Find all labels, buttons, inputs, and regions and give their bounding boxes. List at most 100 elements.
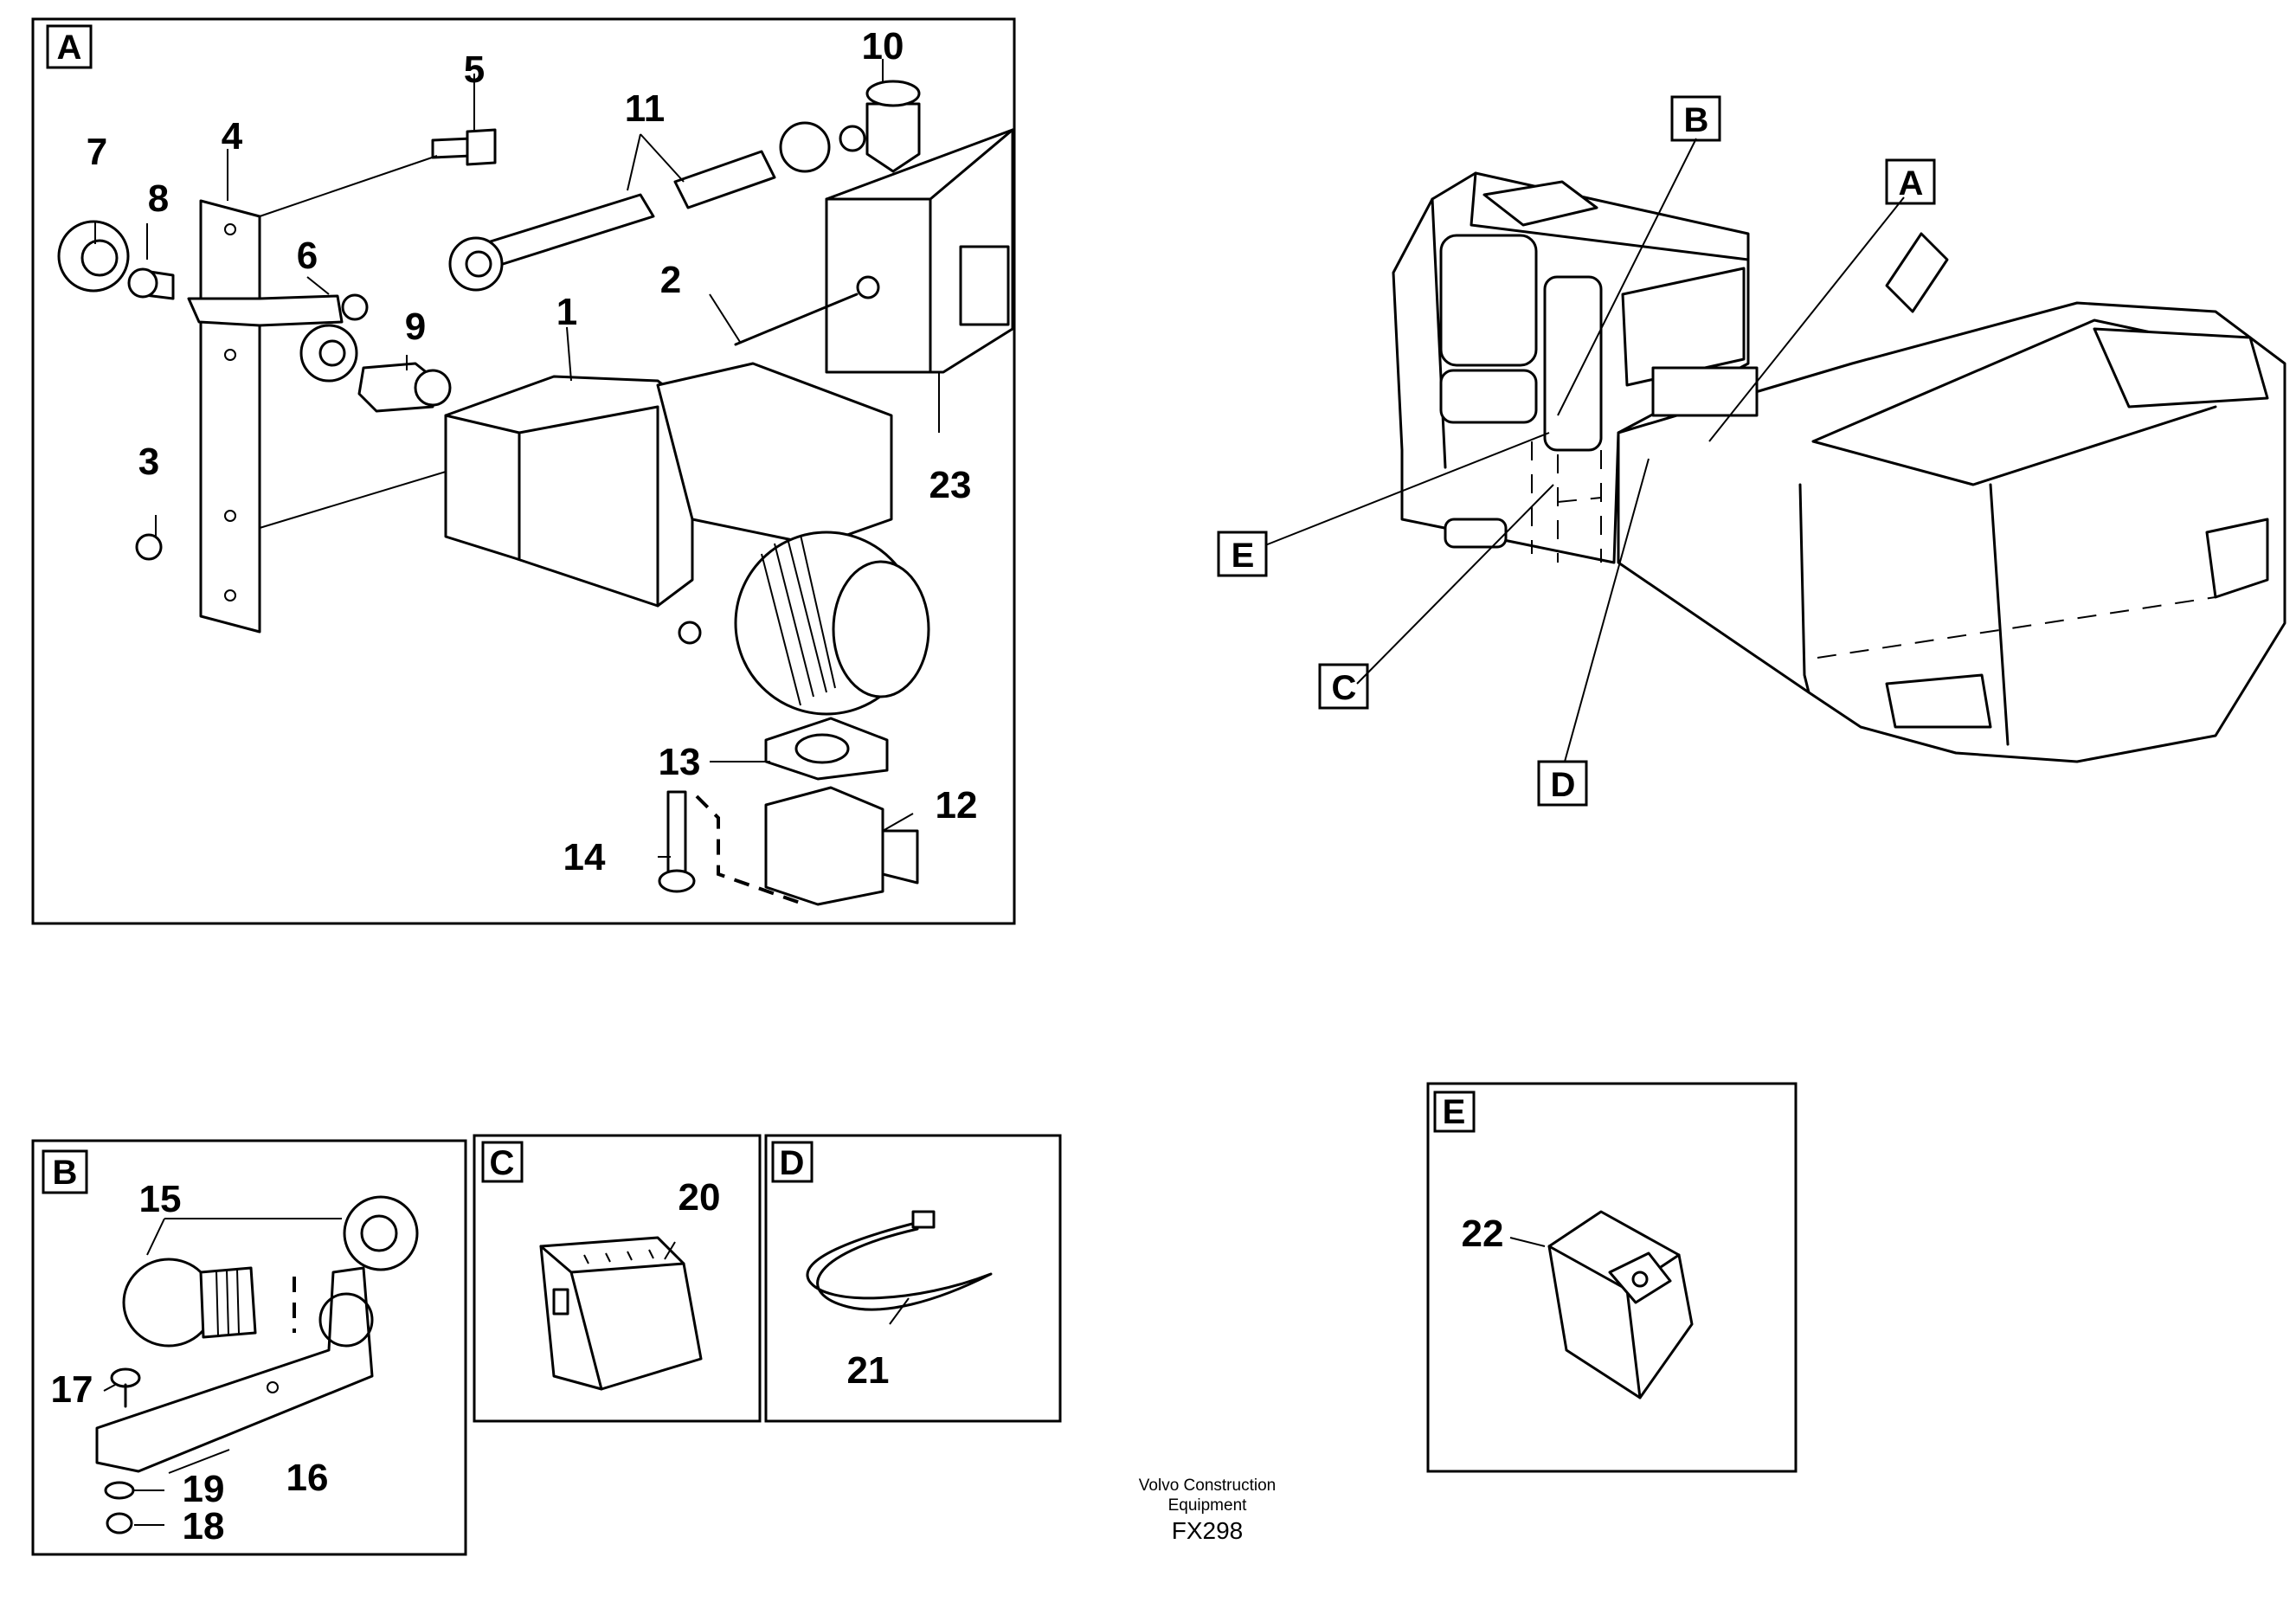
panel-d-tag (771, 1141, 814, 1183)
panel-b-frame (31, 1139, 467, 1556)
part-number-5: 5 (464, 48, 485, 91)
bracket-hole (224, 510, 236, 522)
solenoid-motor-cap (832, 560, 930, 698)
panel-a: A (31, 17, 1016, 925)
part-number-23: 23 (929, 464, 972, 506)
vent-valve-cap (865, 80, 921, 107)
bracket-hole (224, 223, 236, 235)
box-window (959, 245, 1010, 326)
rocker-switch-icon (1631, 1271, 1649, 1288)
part-number-20: 20 (679, 1176, 721, 1219)
callout-e: E (1232, 537, 1255, 575)
relay-slots (583, 1249, 654, 1264)
plug-gasket-hole (794, 733, 850, 764)
screw-head (466, 128, 497, 166)
nut-bore (80, 239, 119, 277)
relay-housing (539, 1236, 703, 1391)
bracket-plate (199, 199, 261, 634)
sealing-ring-bore (360, 1214, 398, 1252)
switch-bracket (95, 1266, 374, 1473)
cab-edges (1431, 171, 1750, 469)
callout-d-box (1537, 760, 1588, 807)
part-number-6: 6 (297, 235, 318, 277)
panel-c-leader (664, 1241, 676, 1260)
callout-d: D (1551, 766, 1576, 804)
tail-light (1885, 673, 1992, 729)
nut (57, 220, 130, 293)
plug-cable (881, 829, 919, 885)
small-nut (135, 533, 163, 561)
part-number-22: 22 (1462, 1213, 1504, 1255)
panel-d-label: D (780, 1144, 805, 1182)
part-number-9: 9 (405, 306, 426, 348)
panel-d-leader (889, 1297, 910, 1325)
callout-c-box (1318, 663, 1369, 710)
bracket-hole (318, 1292, 374, 1348)
solenoid-body (444, 375, 694, 608)
plug-bolt-head (658, 869, 696, 893)
cab-window (1439, 369, 1538, 424)
callout-a: A (1899, 164, 1924, 203)
screw-shank (431, 137, 473, 159)
banjo-end (341, 293, 369, 321)
callout-leaders (1264, 138, 1905, 762)
bracket-hole (267, 1381, 279, 1393)
handrail (1885, 232, 1949, 313)
panel-e-tag (1433, 1091, 1476, 1133)
hose-nut (448, 236, 504, 292)
hood-panel (2093, 327, 2269, 409)
motor-fins (761, 534, 836, 706)
long-screw (734, 293, 859, 346)
panel-e-leader (1509, 1237, 1546, 1247)
part-number-4: 4 (222, 115, 243, 158)
footer-line-2: Equipment (1168, 1496, 1248, 1515)
cable-tie (806, 1220, 993, 1311)
panel-e: E 22 (1426, 1082, 1798, 1473)
banjo-ring (299, 324, 358, 383)
part-number-10: 10 (862, 25, 904, 68)
callout-b: B (1684, 101, 1709, 139)
panel-c: C 20 (473, 1134, 762, 1423)
panel-a-label: A (57, 29, 82, 67)
part-number-2: 2 (660, 259, 681, 301)
machine-overview: B A E C D (1217, 95, 2286, 807)
part-number-3: 3 (138, 441, 159, 483)
panel-d-frame (764, 1134, 1062, 1423)
union-fitting (357, 362, 439, 413)
hood-edges (1798, 318, 2217, 746)
panel-a-frame (31, 17, 1016, 925)
panel-e-frame (1426, 1082, 1798, 1473)
part-number-15: 15 (139, 1178, 182, 1220)
cab-window (1439, 234, 1538, 367)
bracket-hole (224, 349, 236, 361)
part-number-7: 7 (87, 131, 107, 173)
cab-roof-hatch (1482, 180, 1598, 227)
part-number-12: 12 (936, 784, 978, 827)
panel-b-label: B (53, 1154, 78, 1192)
banjo-fitting (187, 294, 344, 327)
footer: Volvo Construction Equipment FX298 (1139, 1477, 1276, 1544)
callout-a-box (1885, 158, 1936, 205)
part-number-8: 8 (148, 177, 169, 220)
hose-nut-bore (465, 250, 492, 278)
panel-c-label: C (490, 1144, 515, 1182)
panel-c-frame (473, 1134, 762, 1423)
thread-lines (215, 1268, 240, 1336)
footer-line-1: Volvo Construction (1139, 1477, 1276, 1495)
plug-connector (764, 786, 884, 906)
rocker-switch-symbol (1608, 1251, 1672, 1304)
panel-b: B 15 17 16 19 18 (31, 1139, 467, 1556)
panel-c-tag (481, 1141, 524, 1183)
panel-b-leaders (103, 1218, 342, 1526)
part-number-17: 17 (51, 1368, 93, 1411)
panel-e-label: E (1443, 1093, 1466, 1131)
panel-b-tag (42, 1149, 88, 1194)
hose-section (673, 150, 776, 209)
plug-gasket (764, 717, 889, 781)
relay-latch (552, 1288, 569, 1316)
part-number-11: 11 (625, 87, 666, 130)
plug-bolt (666, 790, 687, 876)
part-number-21: 21 (847, 1349, 890, 1392)
washer (104, 1481, 135, 1500)
vent-valve-body (865, 102, 921, 173)
